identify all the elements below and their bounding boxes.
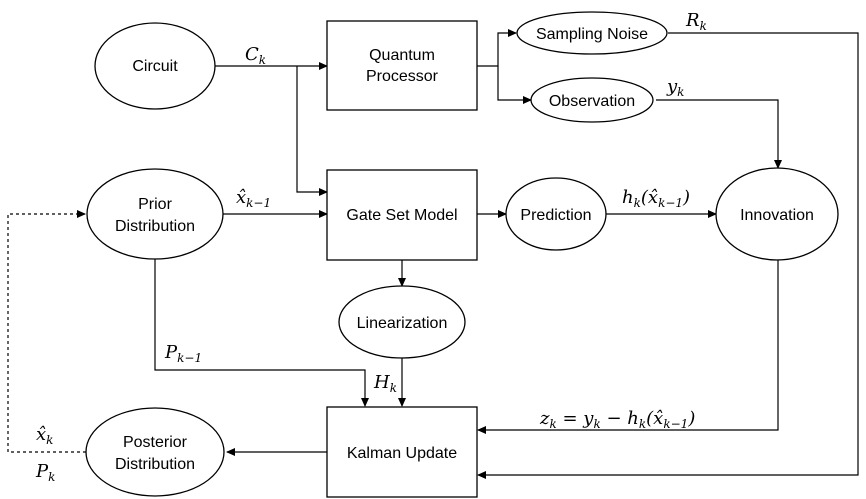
label-p-prior: Pk−1 xyxy=(164,342,202,365)
posterior-distribution-label-line1: Posterior xyxy=(123,434,188,451)
label-h-k: Hk xyxy=(373,372,397,395)
linearization-node xyxy=(338,285,466,359)
prediction-node xyxy=(505,177,607,251)
edge-posterior-feedback-to-prior xyxy=(7,210,86,453)
observation-label: Observation xyxy=(549,93,635,110)
label-x-hat-prior: x̂k−1 xyxy=(236,187,271,210)
edge-innovation-to-kalman xyxy=(477,260,779,434)
posterior-distribution-label-line2: Distribution xyxy=(115,456,195,473)
gate-set-model-label: Gate Set Model xyxy=(346,207,457,224)
quantum-processor-label-line1: Quantum xyxy=(369,47,435,64)
gate-set-model-node xyxy=(326,169,478,261)
prediction-label: Prediction xyxy=(520,207,591,224)
edge-circuit-to-gate-set-model xyxy=(296,66,328,196)
edge-prior-to-kalman xyxy=(154,259,369,407)
label-p-post: Pk xyxy=(35,461,55,484)
label-z-k: zk = yk − hk(x̂k−1) xyxy=(539,408,695,431)
edge-processor-to-sampling-noise xyxy=(477,29,517,67)
edge-observation-to-innovation xyxy=(656,99,782,169)
label-c-k: Ck xyxy=(245,44,266,67)
observation-node xyxy=(530,77,654,123)
label-r-k: Rk xyxy=(685,10,707,33)
innovation-node xyxy=(715,167,839,261)
edge-sampling-noise-to-kalman xyxy=(477,32,859,479)
prior-distribution-label-line2: Distribution xyxy=(115,218,195,235)
quantum-processor-label-line2: Processor xyxy=(366,68,439,85)
circuit-label: Circuit xyxy=(132,58,178,75)
prior-distribution-node xyxy=(86,168,224,260)
innovation-label: Innovation xyxy=(740,207,814,224)
sampling-noise-label: Sampling Noise xyxy=(536,26,648,43)
label-x-hat-post: x̂k xyxy=(36,424,53,447)
label-y-k: yk xyxy=(666,76,684,99)
circuit-node xyxy=(94,22,216,110)
sampling-noise-node xyxy=(516,11,668,55)
prior-distribution-label-line1: Prior xyxy=(138,196,172,213)
label-h-prediction: hk(x̂k−1) xyxy=(622,187,690,210)
kalman-update-node xyxy=(326,406,478,498)
quantum-processor-node xyxy=(326,20,478,111)
linearization-label: Linearization xyxy=(357,315,448,332)
kalman-update-label: Kalman Update xyxy=(347,445,457,462)
edge-processor-to-observation xyxy=(497,66,532,104)
posterior-distribution-node xyxy=(85,407,225,497)
